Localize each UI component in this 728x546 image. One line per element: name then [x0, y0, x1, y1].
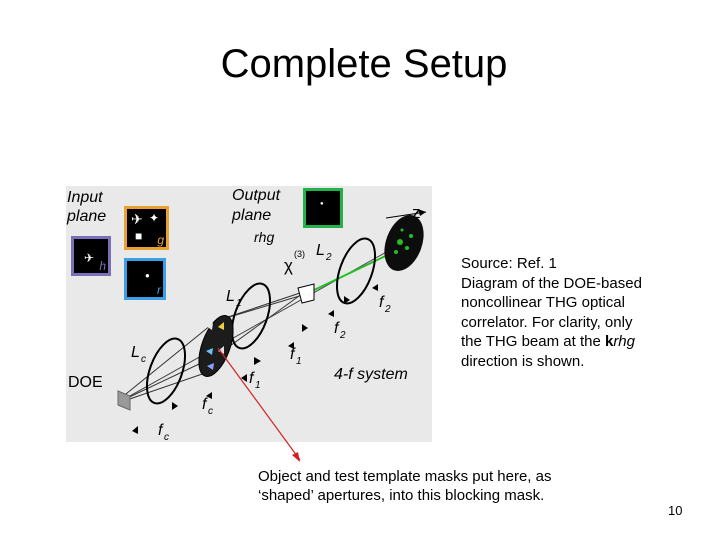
car-icon: ■	[135, 229, 143, 243]
chi-label: χ	[284, 256, 293, 275]
optical-setup-diagram: h ✈ g ✈ ✦ ■ r ● ● Input plane Output pla…	[66, 186, 432, 442]
z-arrow-head	[418, 209, 426, 216]
output-plane-label: Output	[232, 187, 281, 204]
input-pattern-g: g ✈ ✦ ■	[124, 206, 169, 250]
fc-subscript: c	[208, 406, 213, 417]
airplane-icon: ✈	[131, 211, 143, 227]
lc-label: L	[131, 344, 140, 361]
z-label: z	[412, 203, 421, 222]
fc-label: f	[202, 396, 207, 413]
thg-beam	[309, 250, 397, 293]
optical-axis	[120, 240, 407, 402]
fc-marker	[132, 426, 138, 434]
f1-label: f	[249, 370, 254, 387]
pointer-arrow	[217, 347, 301, 461]
f1-marker	[254, 357, 261, 365]
output-spot	[394, 250, 398, 254]
rhg-label: rhg	[254, 229, 275, 245]
caption-italic-rhg: rhg	[613, 333, 635, 350]
f2-marker	[344, 296, 350, 304]
lens-l1	[230, 282, 272, 350]
pointer-arrow-head	[292, 452, 300, 462]
l1-subscript: 1	[236, 298, 242, 309]
l1-label: L	[226, 288, 235, 305]
f1-label: f	[290, 346, 295, 363]
fc-marker	[206, 392, 212, 399]
crystal	[297, 283, 315, 304]
fc-marker	[172, 402, 178, 410]
doe-label: DOE	[68, 374, 103, 391]
input-pattern-h: h ✈	[71, 236, 111, 276]
output-pattern: ●	[303, 188, 343, 228]
output-screen	[384, 215, 424, 271]
f2-marker	[372, 284, 378, 291]
fc-label: f	[158, 422, 163, 439]
l2-subscript: 2	[326, 252, 332, 263]
mask-aperture	[218, 346, 224, 354]
f2-marker	[302, 324, 308, 332]
page-number: 10	[668, 503, 683, 518]
slide-title: Complete Setup	[220, 42, 508, 86]
note-line: ‘shaped’ apertures, into this blocking m…	[258, 487, 545, 504]
f2-marker	[328, 310, 334, 317]
caption-line: Diagram of the DOE-based	[461, 274, 642, 292]
input-pattern-r: r ●	[124, 258, 166, 300]
caption-line: noncollinear THG optical	[461, 294, 625, 311]
output-spot	[405, 246, 409, 250]
caption-bold-k: k	[604, 333, 614, 350]
box-label-g: g	[157, 233, 164, 247]
lens-lc	[145, 337, 187, 405]
lc-subscript: c	[141, 354, 146, 365]
output-plane-label: plane	[232, 207, 272, 224]
mask-aperture	[206, 348, 213, 355]
dot-icon: ●	[145, 271, 150, 280]
f2-subscript: 2	[385, 304, 391, 315]
l2-label: L	[316, 242, 325, 259]
diagram-graphics	[117, 209, 427, 434]
mask-aperture	[206, 323, 213, 330]
caption-line: correlator. For clarity, only	[461, 313, 633, 331]
mask-aperture	[218, 322, 224, 330]
input-plane-label: plane	[67, 208, 107, 225]
doe-element	[117, 390, 131, 411]
caption-line: the THG beam at the krhg	[461, 332, 691, 352]
input-plane-label: Input	[67, 189, 103, 206]
mask-note: Object and test template masks put here,…	[258, 467, 638, 505]
caption-line: Source: Ref. 1	[461, 255, 557, 272]
f2-label: f	[379, 294, 384, 311]
beam-line	[215, 293, 307, 322]
f1-subscript: 1	[255, 380, 261, 391]
star-icon: ✦	[149, 211, 160, 225]
f1-subscript: 1	[296, 356, 302, 367]
output-spot	[400, 228, 404, 232]
fc-subscript: c	[164, 432, 169, 442]
output-dot: ●	[320, 201, 324, 207]
plane-icon: ✈	[84, 251, 95, 265]
note-line: Object and test template masks put here,…	[258, 468, 552, 485]
f2-label: f	[334, 320, 339, 337]
f1-marker	[241, 374, 247, 382]
source-caption: Source: Ref. 1 Diagram of the DOE-based …	[461, 254, 691, 371]
output-spot	[397, 239, 403, 245]
caption-line: direction is shown.	[461, 352, 585, 370]
box-label-h: h	[99, 259, 106, 273]
four-f-system-label: 4-f system	[334, 366, 408, 383]
caption-text: the THG beam at the	[461, 333, 605, 350]
beam-line	[120, 370, 212, 403]
blocking-mask	[198, 315, 234, 377]
output-spot	[409, 234, 413, 238]
mask-aperture	[207, 363, 214, 370]
f1-marker	[288, 342, 294, 349]
box-label-r: r	[157, 283, 161, 297]
f2-subscript: 2	[340, 330, 346, 341]
chi-superscript: (3)	[294, 249, 305, 259]
beam-line	[120, 320, 217, 399]
